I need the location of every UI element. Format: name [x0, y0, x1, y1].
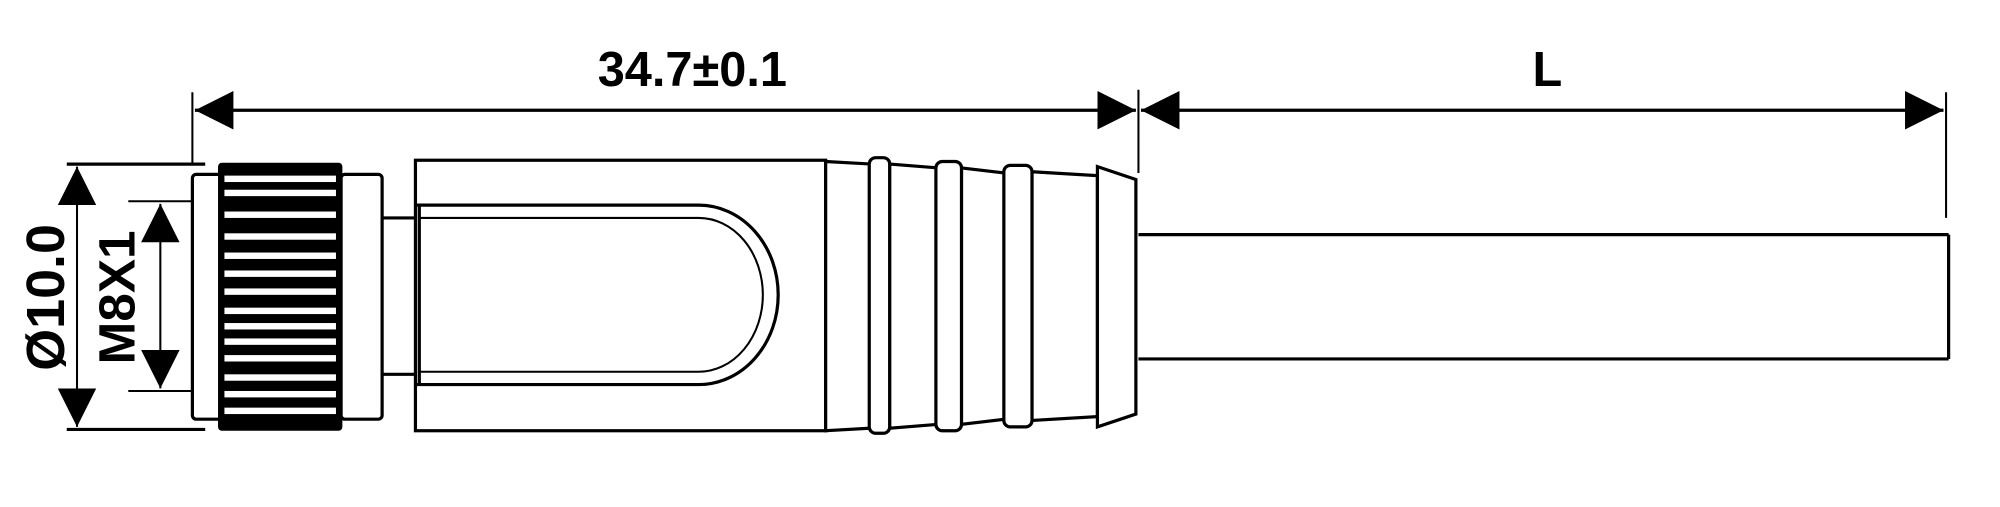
cable	[1138, 232, 1951, 361]
dimension-thread: M8X1	[89, 200, 193, 393]
knurl-stripes	[224, 175, 336, 415]
knurl-stripe	[224, 374, 336, 381]
coupling-nut	[190, 162, 384, 431]
knurl-stripe	[224, 270, 336, 277]
strain-relief	[824, 156, 1138, 435]
knurl-stripe	[224, 175, 336, 183]
knurl-stripe	[224, 189, 336, 197]
thread-label: M8X1	[89, 230, 146, 364]
knurl-stripe	[224, 407, 336, 415]
cable-length-label: L	[1533, 43, 1563, 97]
knurl-stripe	[224, 307, 336, 315]
knurl-stripe	[224, 211, 336, 218]
knurl-stripe	[224, 390, 336, 398]
dimension-diameter: Ø10.0	[16, 162, 206, 432]
diameter-label: Ø10.0	[16, 224, 76, 371]
connector-body	[413, 158, 828, 433]
knurl-stripe	[224, 338, 336, 345]
dimension-body-length: 34.7±0.1	[191, 43, 1140, 174]
knurl-stripe	[224, 252, 336, 259]
body-length-label: 34.7±0.1	[598, 43, 787, 97]
knurl-stripe	[224, 355, 336, 362]
knurl-stripe	[224, 233, 336, 240]
knurl-stripe	[224, 323, 336, 330]
dimension-cable-length: L	[1141, 43, 1948, 218]
knurl-stripe	[224, 288, 336, 295]
